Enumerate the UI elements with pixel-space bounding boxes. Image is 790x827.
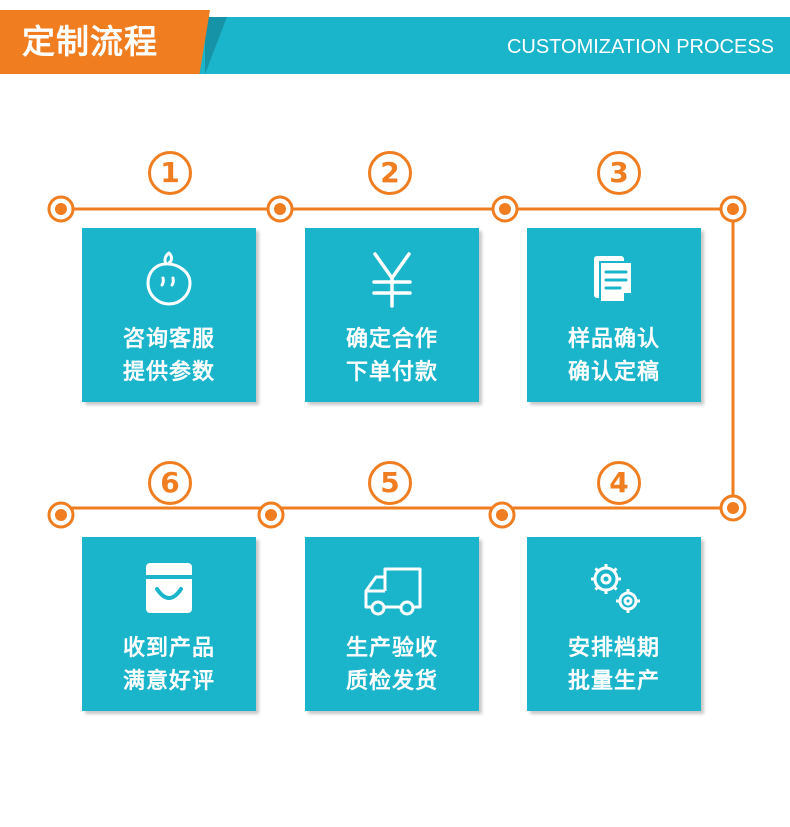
step-desc: 确认定稿: [567, 360, 660, 385]
flow-node: [719, 494, 747, 522]
flow-node: [488, 501, 516, 529]
step-card-1: 咨询客服 提供参数: [82, 228, 256, 402]
flow-node: [47, 501, 75, 529]
step-title: 咨询客服: [122, 327, 215, 352]
step-number-4: 4: [597, 461, 641, 505]
step-card-6: 收到产品 满意好评: [82, 537, 256, 711]
step-number-6: 6: [148, 461, 192, 505]
step-number-1: 1: [148, 151, 192, 195]
step-desc: 提供参数: [122, 360, 215, 385]
page-subtitle: CUSTOMIZATION PROCESS: [506, 36, 774, 58]
step-card-3: 样品确认 确认定稿: [527, 228, 701, 402]
step-title: 生产验收: [345, 636, 438, 661]
document-icon: [594, 256, 633, 303]
page-title: 定制流程: [0, 10, 210, 74]
flow-node: [47, 195, 75, 223]
step-number-2: 2: [368, 151, 412, 195]
step-title: 收到产品: [122, 636, 215, 661]
step-desc: 满意好评: [122, 669, 215, 694]
step-card-5: 生产验收 质检发货: [305, 537, 479, 711]
step-number-3: 3: [597, 151, 641, 195]
flow-node: [266, 195, 294, 223]
flow-path: [61, 207, 735, 510]
chat-face-icon: [146, 251, 192, 306]
step-desc: 质检发货: [345, 669, 438, 694]
step-title: 安排档期: [567, 636, 660, 661]
flow-node: [719, 195, 747, 223]
step-title: 样品确认: [567, 327, 660, 352]
flow-node: [257, 501, 285, 529]
step-title: 确定合作: [345, 327, 438, 352]
yen-icon: [372, 252, 412, 308]
flow-node: [491, 195, 519, 223]
truck-icon: [364, 567, 422, 616]
step-desc: 批量生产: [567, 669, 660, 694]
step-card-2: 确定合作 下单付款: [305, 228, 479, 402]
step-number-5: 5: [368, 461, 412, 505]
step-card-4: 安排档期 批量生产: [527, 537, 701, 711]
step-desc: 下单付款: [345, 360, 438, 385]
shopping-bag-icon: [146, 563, 192, 613]
gears-icon: [591, 564, 640, 613]
